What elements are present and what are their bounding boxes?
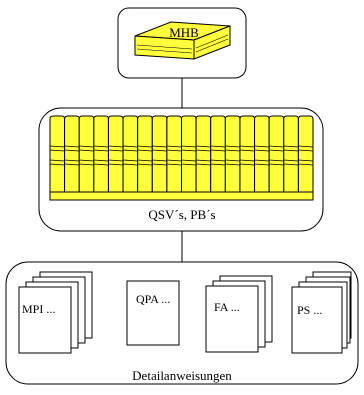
stack-label-mpi: MPI ... [22,302,55,316]
procedure-binder [210,115,226,193]
handbook-label: MHB [169,25,199,40]
level-procedures: QSV´s, PB´s [38,107,324,232]
handbook-book-icon [134,21,231,60]
procedure-binder [239,115,256,193]
procedure-binder [181,115,197,193]
detail-caption: Detailanweisungen [132,368,232,383]
stack-label-qpa: QPA ... [136,292,170,306]
document-stack-ps: PS ... [291,271,352,354]
procedure-binders-row [49,115,314,201]
level-detail-instructions: MPI ... QPA ... FA ... PS ... Detailanwe… [5,261,359,385]
procedure-binder [64,115,80,193]
level-handbook: MHB [117,7,247,79]
procedure-binder [137,115,153,193]
procedure-binder [195,115,212,193]
procedure-binder [107,115,124,193]
procedure-binder [151,115,168,193]
document-stack-fa: FA ... [205,275,273,353]
document-stack-mpi: MPI ... [18,271,93,354]
procedure-binder [224,115,241,193]
procedure-binder [283,115,299,193]
stack-label-fa: FA ... [214,300,240,314]
procedure-binder [166,115,182,193]
procedure-binder [78,115,95,193]
binder-shelf-base [49,191,314,201]
stack-label-ps: PS ... [297,303,322,317]
procedure-binder [254,115,270,193]
document-stack-qpa: QPA ... [126,280,180,346]
procedure-binder [122,115,139,193]
procedure-binder [49,115,66,193]
procedure-binder [268,115,285,193]
procedures-caption: QSV´s, PB´s [148,207,215,222]
procedure-binder [93,115,109,193]
procedure-binder [297,115,314,193]
